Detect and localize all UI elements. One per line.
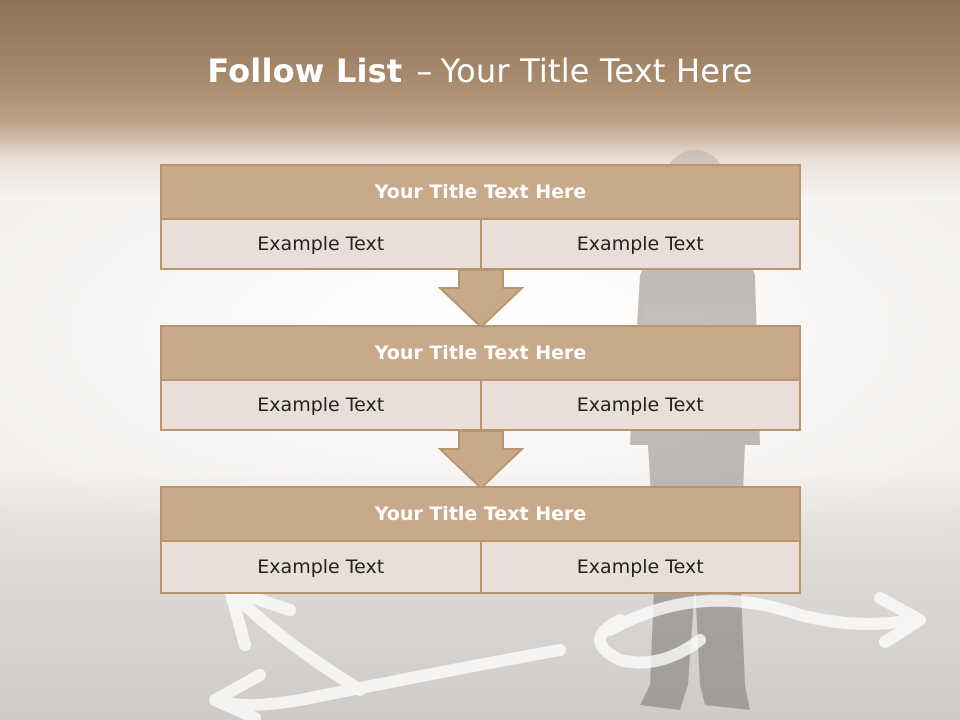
step-row: Example Text Example Text (160, 542, 801, 594)
step-block-3: Your Title Text Here Example Text Exampl… (160, 486, 801, 594)
slide-title-separator: – (416, 52, 433, 90)
step-cell-left[interactable]: Example Text (160, 381, 482, 431)
slide-title-rest: Your Title Text Here (440, 52, 753, 90)
step-cell-right[interactable]: Example Text (481, 220, 801, 270)
step-title[interactable]: Your Title Text Here (160, 486, 801, 542)
step-cell-left[interactable]: Example Text (160, 542, 482, 594)
down-arrow-icon (438, 431, 524, 489)
step-cell-left[interactable]: Example Text (160, 220, 482, 270)
step-block-2: Your Title Text Here Example Text Exampl… (160, 325, 801, 431)
step-row: Example Text Example Text (160, 220, 801, 270)
step-title[interactable]: Your Title Text Here (160, 325, 801, 381)
chalk-arrow-paths (209, 584, 926, 720)
step-block-1: Your Title Text Here Example Text Exampl… (160, 164, 801, 270)
step-row: Example Text Example Text (160, 381, 801, 431)
down-arrow-icon (438, 270, 524, 328)
step-cell-right[interactable]: Example Text (481, 381, 801, 431)
step-cell-right[interactable]: Example Text (481, 542, 801, 594)
slide-title: Follow List–Your Title Text Here (0, 52, 960, 90)
slide-title-bold: Follow List (207, 52, 403, 90)
step-title[interactable]: Your Title Text Here (160, 164, 801, 220)
